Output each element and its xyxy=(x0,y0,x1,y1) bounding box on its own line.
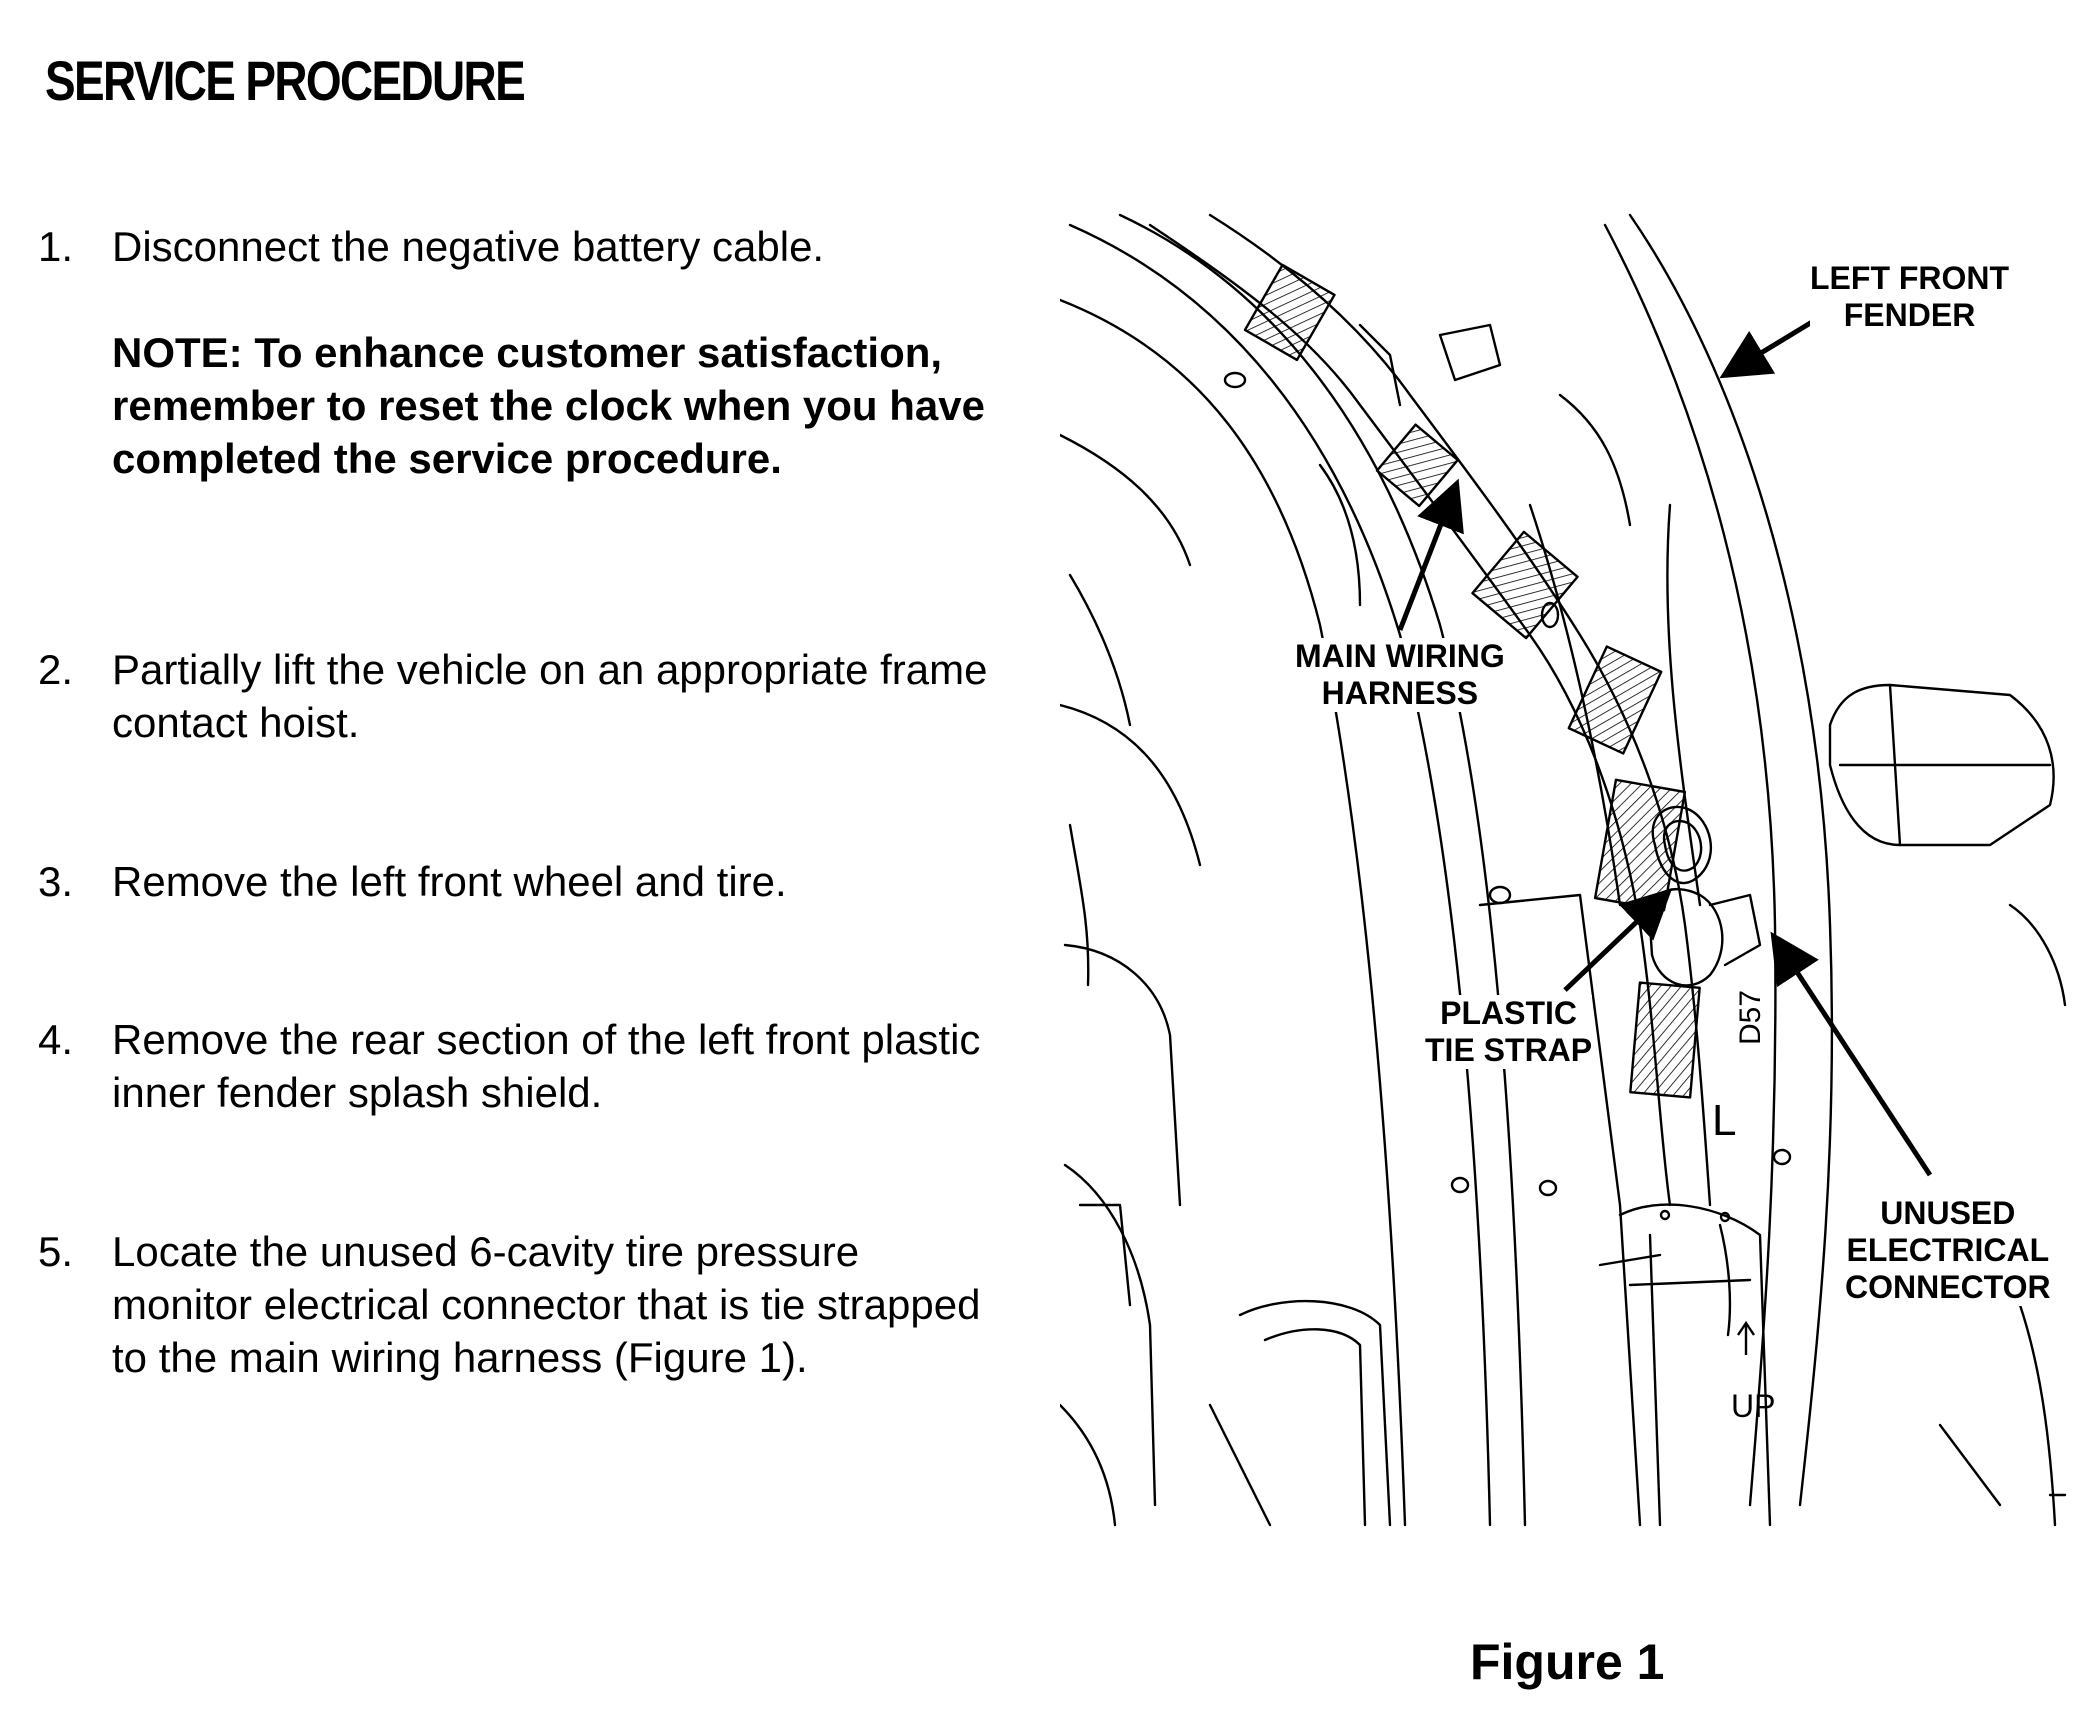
note-text: NOTE: To enhance customer satisfaction, … xyxy=(112,329,985,482)
step-text: Remove the left front wheel and tire. xyxy=(112,858,787,905)
step-number: 2. xyxy=(38,646,74,693)
callout-main-wiring-harness: MAIN WIRING HARNESS xyxy=(1295,638,1505,712)
callout-left-front-fender: LEFT FRONT FENDER xyxy=(1810,260,2010,334)
step-number: 1. xyxy=(38,223,74,270)
stamp-code-text: D57 xyxy=(1734,990,1767,1045)
up-arrow-icon xyxy=(1737,1320,1755,1355)
step-text: Partially lift the vehicle on an appropr… xyxy=(112,646,988,746)
callout-plastic-tie-strap: PLASTIC TIE STRAP xyxy=(1425,995,1593,1069)
step-text: Locate the unused 6-cavity tire pressure… xyxy=(112,1228,981,1381)
step-number: 5. xyxy=(38,1228,74,1275)
figure-caption: Figure 1 xyxy=(1470,1634,1665,1690)
step-text: Remove the rear section of the left fron… xyxy=(112,1016,981,1116)
stamp-up-text: UP xyxy=(1731,1388,1775,1424)
step-text: Disconnect the negative battery cable. xyxy=(112,223,825,270)
wheel-well-illustration: UP L D57 LEFT FRONT FENDER MAIN WIRING H… xyxy=(1058,205,2070,1545)
line-drawing: UP L D57 xyxy=(1058,213,2067,1527)
stamp-l-text: L xyxy=(1712,1096,1736,1145)
callout-unused-electrical-connector: UNUSED ELECTRICAL CONNECTOR xyxy=(1845,1195,2051,1306)
step-number: 4. xyxy=(38,1016,74,1063)
step-number: 3. xyxy=(38,858,74,905)
page-title: SERVICE PROCEDURE xyxy=(45,49,526,112)
